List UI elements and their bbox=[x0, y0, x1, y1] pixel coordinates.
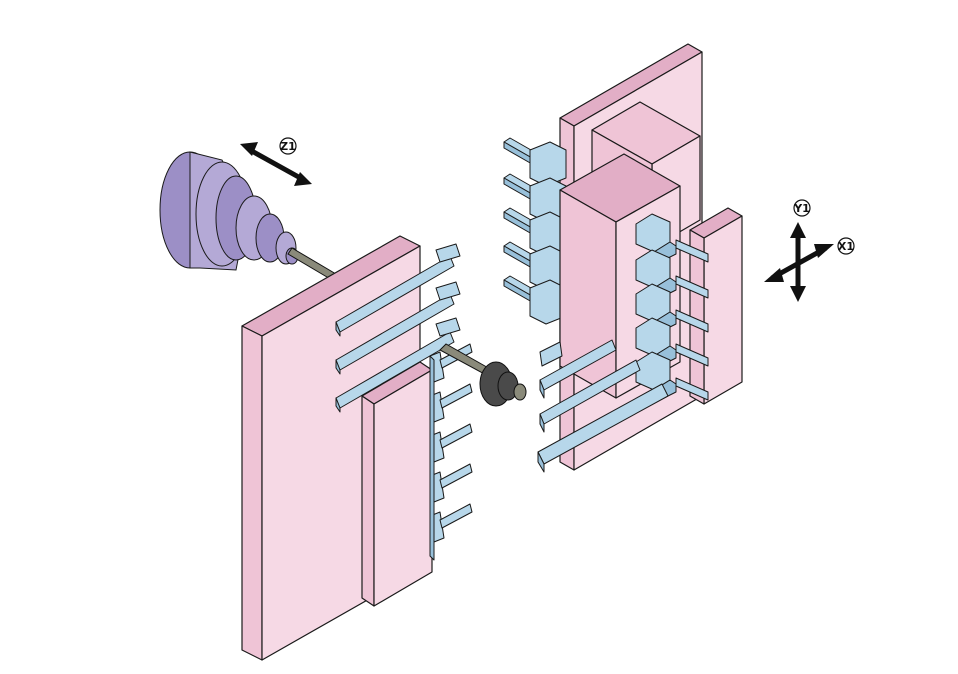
svg-text:Y1: Y1 bbox=[793, 202, 810, 215]
spindle-chuck bbox=[159, 151, 299, 271]
x1-axis-label: X1 bbox=[837, 237, 855, 255]
left-front-column bbox=[361, 361, 433, 607]
z1-axis-label: Z1 bbox=[279, 137, 297, 155]
workpiece bbox=[439, 343, 527, 407]
right-block-rear-tools bbox=[503, 137, 567, 325]
xy-cross-arrows-icon bbox=[764, 222, 834, 302]
left-turning-tools bbox=[335, 243, 461, 413]
left-boring-tools bbox=[429, 343, 473, 561]
right-hex-tools bbox=[635, 213, 709, 401]
right-turning-tools bbox=[537, 339, 669, 473]
svg-text:Z1: Z1 bbox=[280, 140, 296, 153]
spindle-rod bbox=[287, 247, 337, 281]
y1-axis-label: Y1 bbox=[793, 199, 811, 217]
right-side-plate bbox=[689, 207, 743, 405]
svg-text:X1: X1 bbox=[838, 240, 854, 253]
z1-double-arrow-icon bbox=[240, 142, 312, 186]
